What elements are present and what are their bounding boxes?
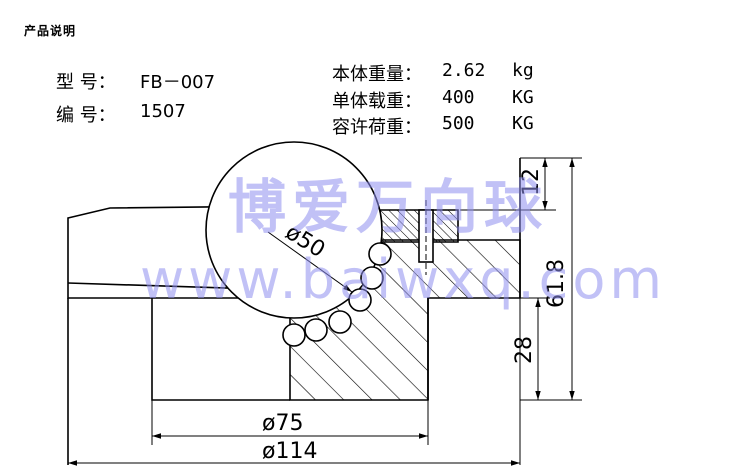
unit-weight-value: 2.62	[442, 60, 486, 81]
page-title: 产品说明	[24, 24, 77, 38]
unit-weight-unit: kg	[512, 60, 534, 81]
code-label: 编 号：	[56, 105, 116, 126]
dim-total-height: 61.8	[544, 259, 569, 308]
ball-dim-line	[267, 231, 353, 293]
model-label: 型 号：	[56, 72, 116, 93]
single-load-label: 单体载重：	[332, 91, 422, 112]
dim-flange-height: 28	[512, 336, 537, 364]
single-load-value: 400	[442, 87, 475, 108]
watermark-cn: 博爱万向球	[228, 173, 549, 241]
watermark-en: www.baiwxq.com	[140, 248, 666, 311]
dim-top-height: 12	[519, 168, 544, 196]
main-ball	[205, 141, 383, 319]
dim-outer-dia: ø114	[262, 439, 317, 464]
single-load-unit: KG	[512, 87, 534, 108]
model-value: FB－007	[140, 72, 216, 93]
code-value: 1507	[140, 101, 186, 122]
dim-inner-dia: ø75	[262, 411, 303, 436]
allow-load-label: 容许荷重：	[332, 117, 422, 138]
allow-load-unit: KG	[512, 113, 534, 134]
unit-weight-label: 本体重量：	[332, 64, 422, 85]
allow-load-value: 500	[442, 113, 475, 134]
